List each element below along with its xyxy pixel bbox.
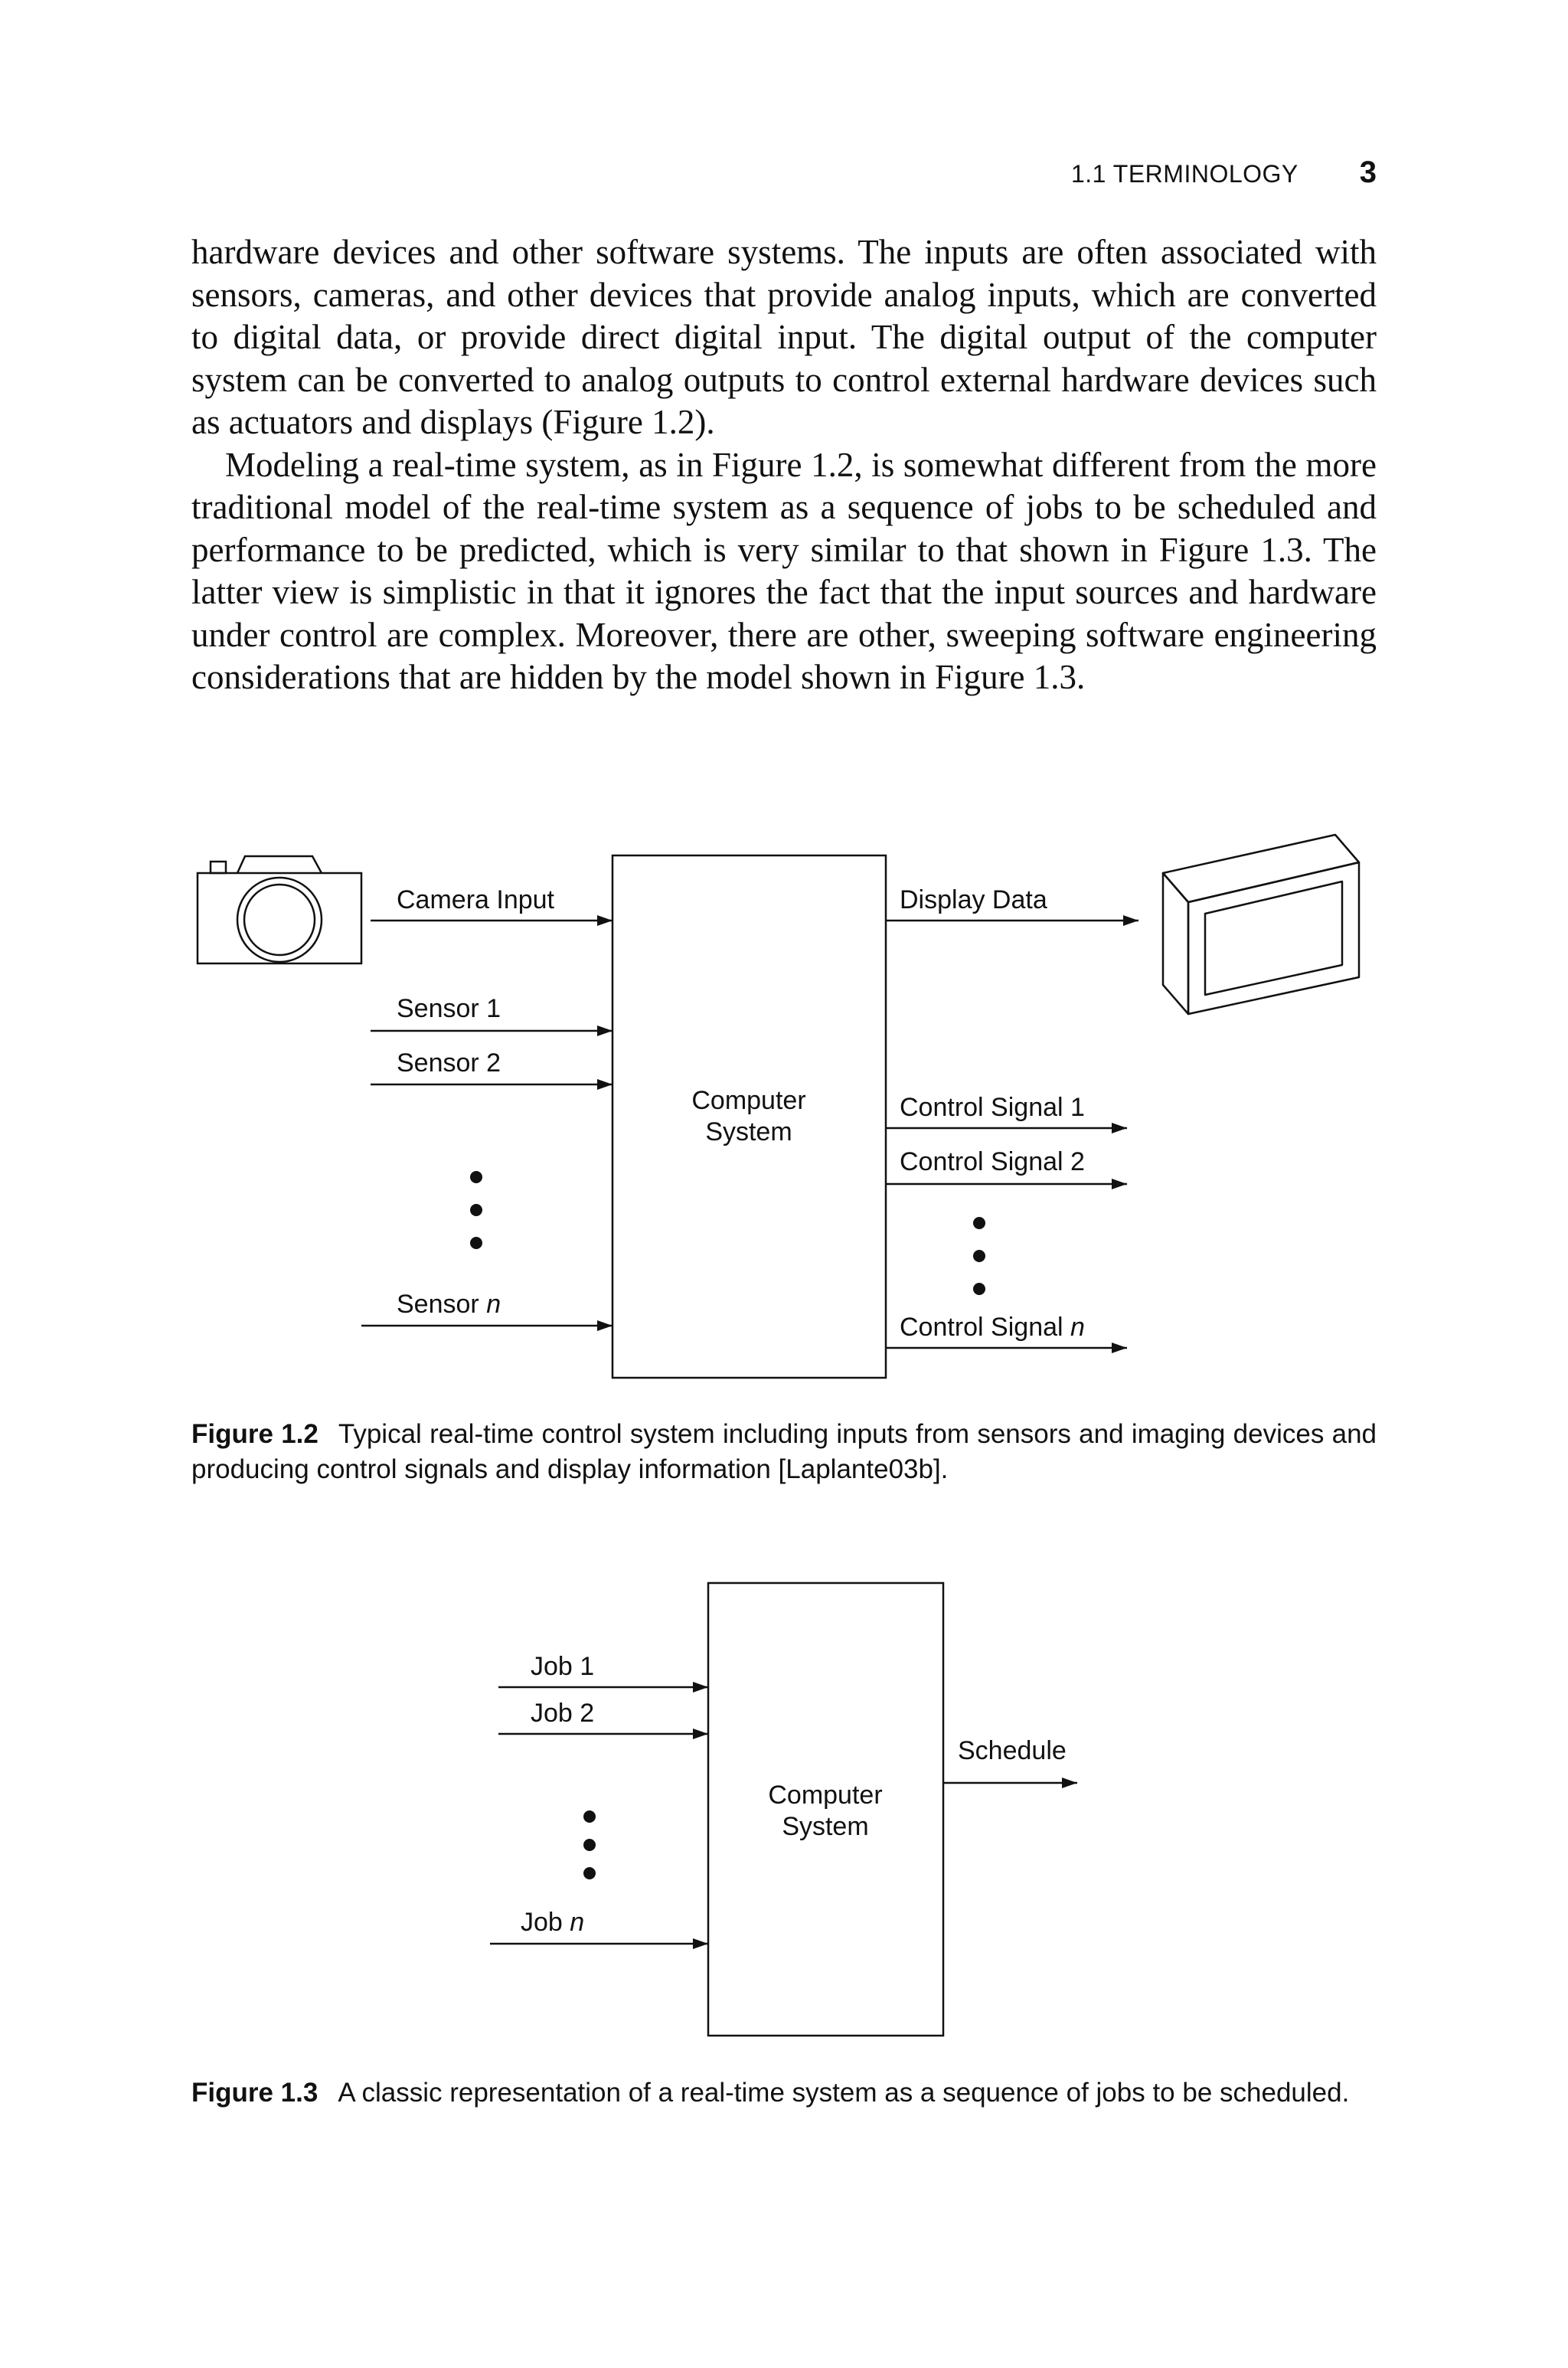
control-signal-ellipsis xyxy=(973,1217,985,1295)
figure-1-3: Computer System Job 1 Job 2 Job n Schedu… xyxy=(490,1581,1077,2037)
paragraph-1: hardware devices and other software syst… xyxy=(191,233,1377,441)
sensor-1-label: Sensor 1 xyxy=(397,994,501,1023)
sensor-n-label: Sensor n xyxy=(397,1290,501,1319)
computer-system-2-label-line1: Computer xyxy=(768,1781,882,1810)
running-head: 1.1 TERMINOLOGY 3 xyxy=(1071,155,1377,190)
figure-1-3-caption-text: A classic representation of a real-time … xyxy=(338,2078,1350,2108)
camera-icon xyxy=(196,855,363,965)
job-ellipsis xyxy=(583,1810,596,1879)
display-data-label: Display Data xyxy=(900,885,1047,914)
monitor-icon xyxy=(1161,833,1361,1016)
control-signal-n-prefix: Control Signal xyxy=(900,1313,1070,1342)
figure-1-2: Computer System Camera Input Sensor 1 Se… xyxy=(196,833,1361,1379)
control-signal-1-label: Control Signal 1 xyxy=(900,1093,1085,1122)
job-n-variable: n xyxy=(570,1908,584,1937)
sensor-n-prefix: Sensor xyxy=(397,1290,486,1319)
figure-1-3-caption-label: Figure 1.3 xyxy=(191,2078,318,2108)
sensor-n-variable: n xyxy=(486,1290,501,1319)
section-title: 1.1 TERMINOLOGY xyxy=(1070,160,1298,188)
computer-system-2-label-line2: System xyxy=(782,1812,868,1841)
control-signal-2-label: Control Signal 2 xyxy=(900,1147,1085,1176)
figure-1-3-caption: Figure 1.3 A classic representation of a … xyxy=(191,2075,1377,2111)
figure-1-2-caption-text: Typical real-time control system includi… xyxy=(191,1419,1377,1484)
paragraph-2: Modeling a real-time system, as in Figur… xyxy=(191,445,1377,697)
job-n-label: Job n xyxy=(521,1908,584,1937)
computer-system-label-line1: Computer xyxy=(691,1086,805,1115)
computer-system-box xyxy=(611,854,887,1379)
body-text: hardware devices and other software syst… xyxy=(191,231,1377,699)
job-n-prefix: Job xyxy=(521,1908,570,1937)
job-2-label: Job 2 xyxy=(531,1699,594,1728)
figure-1-2-caption-label: Figure 1.2 xyxy=(191,1419,318,1449)
camera-input-label: Camera Input xyxy=(397,885,555,914)
control-signal-n-label: Control Signal n xyxy=(900,1313,1085,1342)
schedule-label: Schedule xyxy=(958,1736,1067,1765)
computer-system-box-2 xyxy=(707,1581,945,2037)
page-number: 3 xyxy=(1359,155,1377,189)
control-signal-n-variable: n xyxy=(1070,1313,1085,1342)
computer-system-label-line2: System xyxy=(705,1117,792,1146)
sensor-2-label: Sensor 2 xyxy=(397,1048,501,1078)
job-1-label: Job 1 xyxy=(531,1652,594,1681)
sensor-ellipsis xyxy=(470,1171,482,1249)
